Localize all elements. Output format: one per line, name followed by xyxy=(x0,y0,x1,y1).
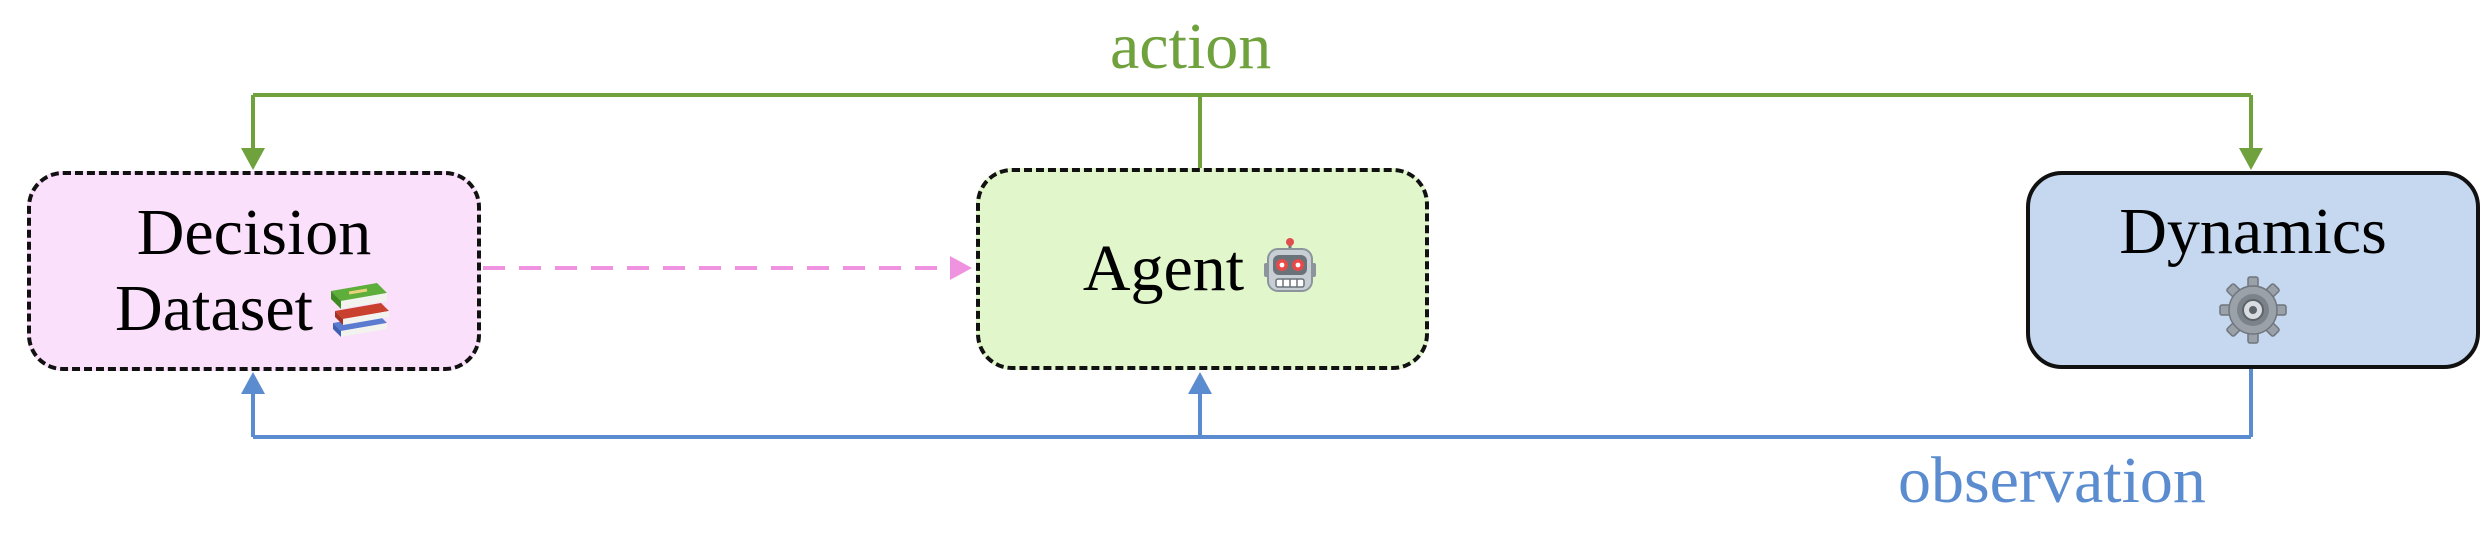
dataset-title-row2: Dataset xyxy=(115,271,393,347)
dynamics-title: Dynamics xyxy=(2119,195,2387,269)
agent-title: Agent xyxy=(1082,232,1245,306)
books-icon-shapes xyxy=(330,282,389,337)
agent-node: Agent xyxy=(976,168,1429,370)
action-arrowhead-dataset xyxy=(241,148,265,170)
observation-label: observation xyxy=(1898,444,2206,517)
dynamics-node: Dynamics xyxy=(2026,171,2480,369)
observation-arrowhead-dataset xyxy=(241,372,265,394)
decision-dataset-node: Decision Dataset xyxy=(27,171,481,371)
books-icon xyxy=(327,277,393,341)
action-arrowhead-dynamics xyxy=(2239,148,2263,170)
gear-icon xyxy=(2217,274,2289,346)
gear-icon-shapes xyxy=(2219,276,2287,344)
dataset-to-agent-arrowhead xyxy=(950,256,972,280)
dataset-title-line1: Decision xyxy=(136,196,372,270)
agent-title-row: Agent xyxy=(1083,231,1322,307)
observation-arrowhead-agent xyxy=(1188,372,1212,394)
action-label: action xyxy=(1110,10,1272,83)
dataset-title-line2: Dataset xyxy=(115,272,313,345)
robot-icon-shapes xyxy=(1264,237,1317,292)
robot-icon xyxy=(1258,237,1322,301)
